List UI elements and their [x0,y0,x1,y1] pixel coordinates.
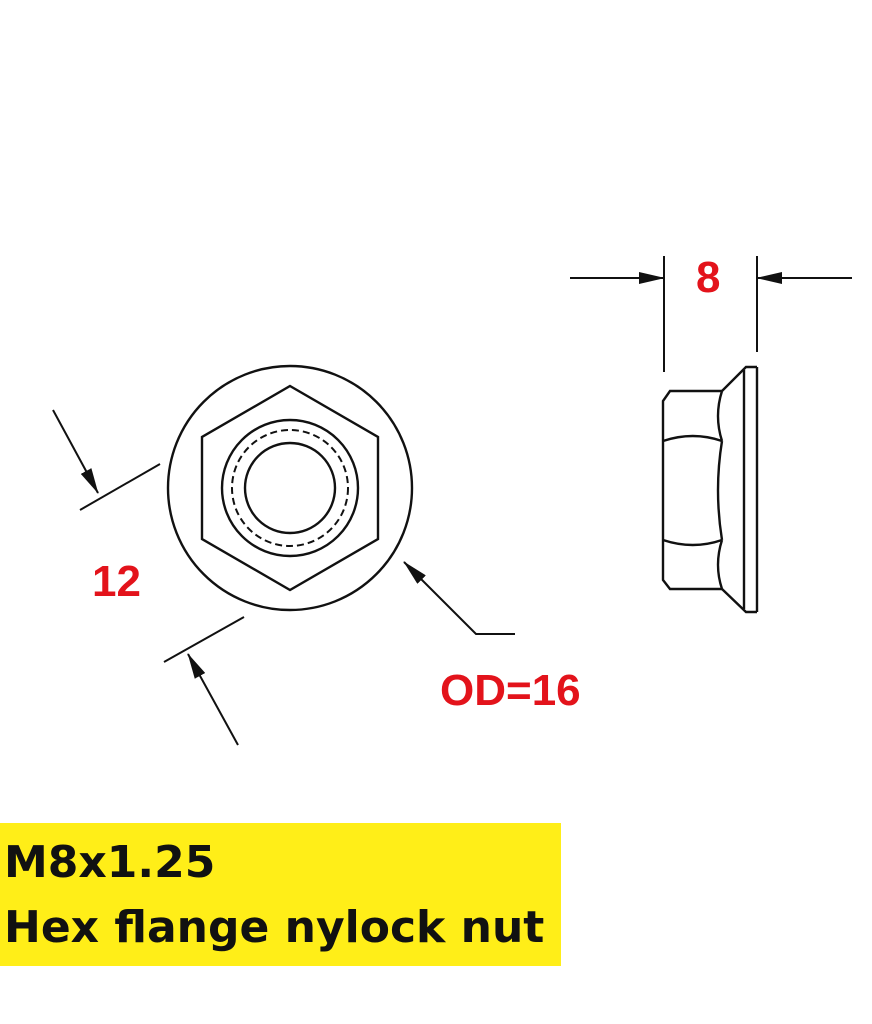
hex-upper-edge [662,434,723,443]
product-name: Hex flange nylock nut [4,902,545,953]
nylon-insert-outer [220,418,360,558]
flange-bottom-chamfer [721,588,757,614]
od-leader [403,561,515,635]
outer-diameter-value: OD=16 [440,666,581,715]
across-flats-value: 12 [92,557,141,606]
front-view [166,364,414,612]
arrow-lower [187,653,239,746]
side-view [661,365,759,614]
hex-corner-curve-middle [716,440,724,541]
product-label-box [0,823,561,966]
arrow-upper [52,409,99,494]
thickness-value: 8 [696,253,721,302]
flange-outer-circle [166,364,414,612]
od-leader-line [403,561,515,635]
extension-line-upper [79,463,161,511]
hex-outline [200,384,380,592]
product-size: M8x1.25 [4,837,216,888]
across-flats-dimension [52,409,245,746]
bore-circle [243,441,337,535]
extension-line-lower [163,616,245,663]
thread-dashed-circle [231,429,349,547]
hex-corner-curve-lower [716,539,724,590]
flange-top-chamfer [721,365,757,392]
thickness-dimension [570,256,852,372]
hex-lower-edge [662,538,723,547]
hex-body-outline [661,389,722,591]
hex-corner-curve-upper [716,390,724,442]
